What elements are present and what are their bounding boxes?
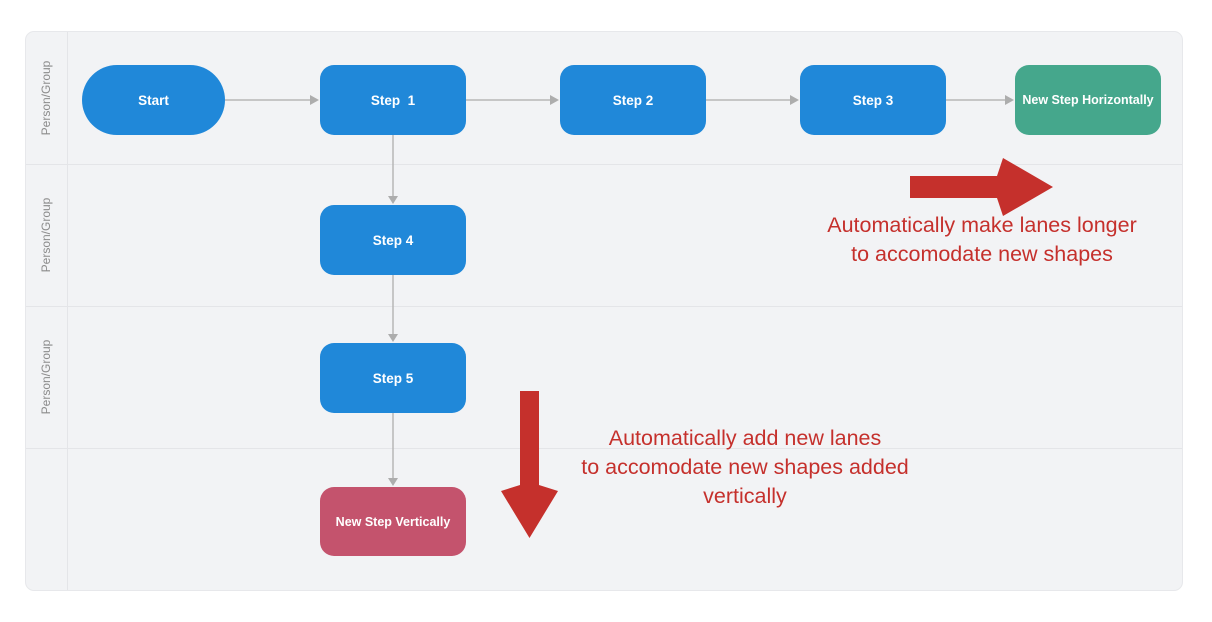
node-label: New Step Vertically <box>335 514 451 529</box>
annotation-text-horizontal: Automatically make lanes longer to accom… <box>782 211 1182 269</box>
annotation-arrow-right-icon <box>910 158 1053 216</box>
arrowhead-icon <box>310 95 319 105</box>
annotation-line: to accomodate new shapes added <box>581 455 909 479</box>
annotation-arrow-down-icon <box>501 391 558 538</box>
node-label: Step 2 <box>612 92 654 108</box>
lane-divider-2 <box>26 306 1182 307</box>
node-label: Step 3 <box>852 92 894 108</box>
annotation-line: vertically <box>703 484 787 508</box>
arrowhead-icon <box>550 95 559 105</box>
node-label: New Step Horizontally <box>1022 93 1154 107</box>
flow-node-step4: Step 4 <box>320 205 466 275</box>
annotation-line: Automatically add new lanes <box>608 426 882 450</box>
node-label: Start <box>138 92 169 108</box>
arrowhead-icon <box>388 334 398 342</box>
node-label: Step 1 <box>370 92 416 108</box>
flow-node-step1: Step 1 <box>320 65 466 135</box>
annotation-line: to accomodate new shapes <box>851 242 1113 266</box>
annotation-arrows <box>501 158 1053 538</box>
lane-label-column-divider <box>67 32 68 590</box>
flow-node-step5: Step 5 <box>320 343 466 413</box>
flow-node-new-step-vertically: New Step Vertically <box>320 487 466 556</box>
flow-node-start: Start <box>82 65 225 135</box>
flow-node-step3: Step 3 <box>800 65 946 135</box>
arrowhead-icon <box>790 95 799 105</box>
lane-divider-3 <box>26 448 1182 449</box>
arrowhead-icon <box>388 478 398 486</box>
arrowhead-icon <box>388 196 398 204</box>
connector-arrowheads <box>310 95 1014 486</box>
node-label: Step 4 <box>372 232 414 248</box>
lane-divider-1 <box>26 164 1182 165</box>
annotation-line: Automatically make lanes longer <box>827 213 1137 237</box>
connector-lines <box>225 99 1007 479</box>
annotation-text-vertical: Automatically add new lanes to accomodat… <box>545 424 945 511</box>
node-label: Step 5 <box>372 370 414 386</box>
flow-node-new-step-horizontally: New Step Horizontally <box>1015 65 1161 135</box>
arrowhead-icon <box>1005 95 1014 105</box>
flow-node-step2: Step 2 <box>560 65 706 135</box>
